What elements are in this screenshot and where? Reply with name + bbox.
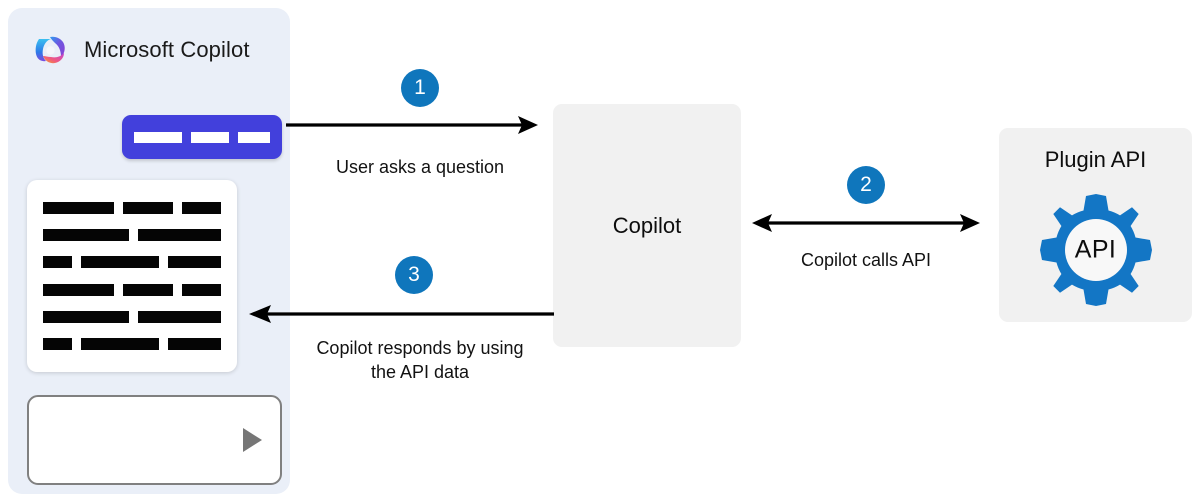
panel-title: Microsoft Copilot [84, 37, 250, 62]
document-text-segment [80, 256, 159, 269]
pill-bar-2 [191, 131, 229, 143]
copilot-app-panel: Microsoft Copilot [8, 8, 290, 494]
document-text-row [43, 310, 221, 323]
document-text-segment [43, 310, 130, 323]
arrow-step-2 [752, 214, 980, 232]
step-badge-1: 1 [401, 69, 439, 107]
document-placeholder-card [27, 180, 237, 372]
prompt-input-box[interactable] [27, 395, 282, 485]
arrow-step-1 [286, 116, 538, 134]
step-caption-2: Copilot calls API [800, 250, 932, 270]
document-text-segment [43, 283, 115, 296]
plugin-api-box: Plugin API API [999, 128, 1192, 322]
step-caption-3: Copilot responds by using the API data [316, 338, 524, 382]
document-text-segment [167, 256, 221, 269]
document-text-row [43, 283, 221, 296]
document-text-segment [80, 337, 159, 350]
document-text-segment [43, 229, 130, 242]
document-text-row [43, 337, 221, 350]
copilot-service-box: Copilot [553, 104, 741, 347]
arrow-step-3 [249, 305, 554, 323]
document-text-row [43, 229, 221, 242]
document-text-segment [182, 283, 221, 296]
document-text-segment [123, 202, 174, 214]
document-text-row [43, 202, 221, 214]
document-text-segment [43, 256, 72, 269]
document-text-row [43, 256, 221, 269]
document-text-segment [123, 283, 174, 296]
panel-header: Microsoft Copilot [30, 30, 250, 70]
step-badge-3: 3 [395, 256, 433, 294]
send-triangle-icon[interactable] [243, 428, 262, 452]
pill-bar-1 [134, 131, 182, 143]
document-text-segment [182, 202, 221, 214]
document-text-segment [167, 337, 221, 350]
copilot-logo-icon [30, 30, 70, 70]
document-text-segment [138, 310, 221, 323]
pill-bar-3 [238, 131, 270, 143]
document-text-segment [138, 229, 221, 242]
document-text-segment [43, 337, 72, 350]
blue-command-pill[interactable] [122, 115, 282, 159]
plugin-api-title: Plugin API [1044, 147, 1147, 172]
copilot-service-label: Copilot [612, 212, 682, 238]
step-caption-1: User asks a question [335, 157, 505, 177]
gear-icon: API [1036, 190, 1156, 310]
document-text-segment [43, 202, 115, 214]
step-badge-2: 2 [847, 166, 885, 204]
gear-api-label: API [1074, 235, 1117, 264]
